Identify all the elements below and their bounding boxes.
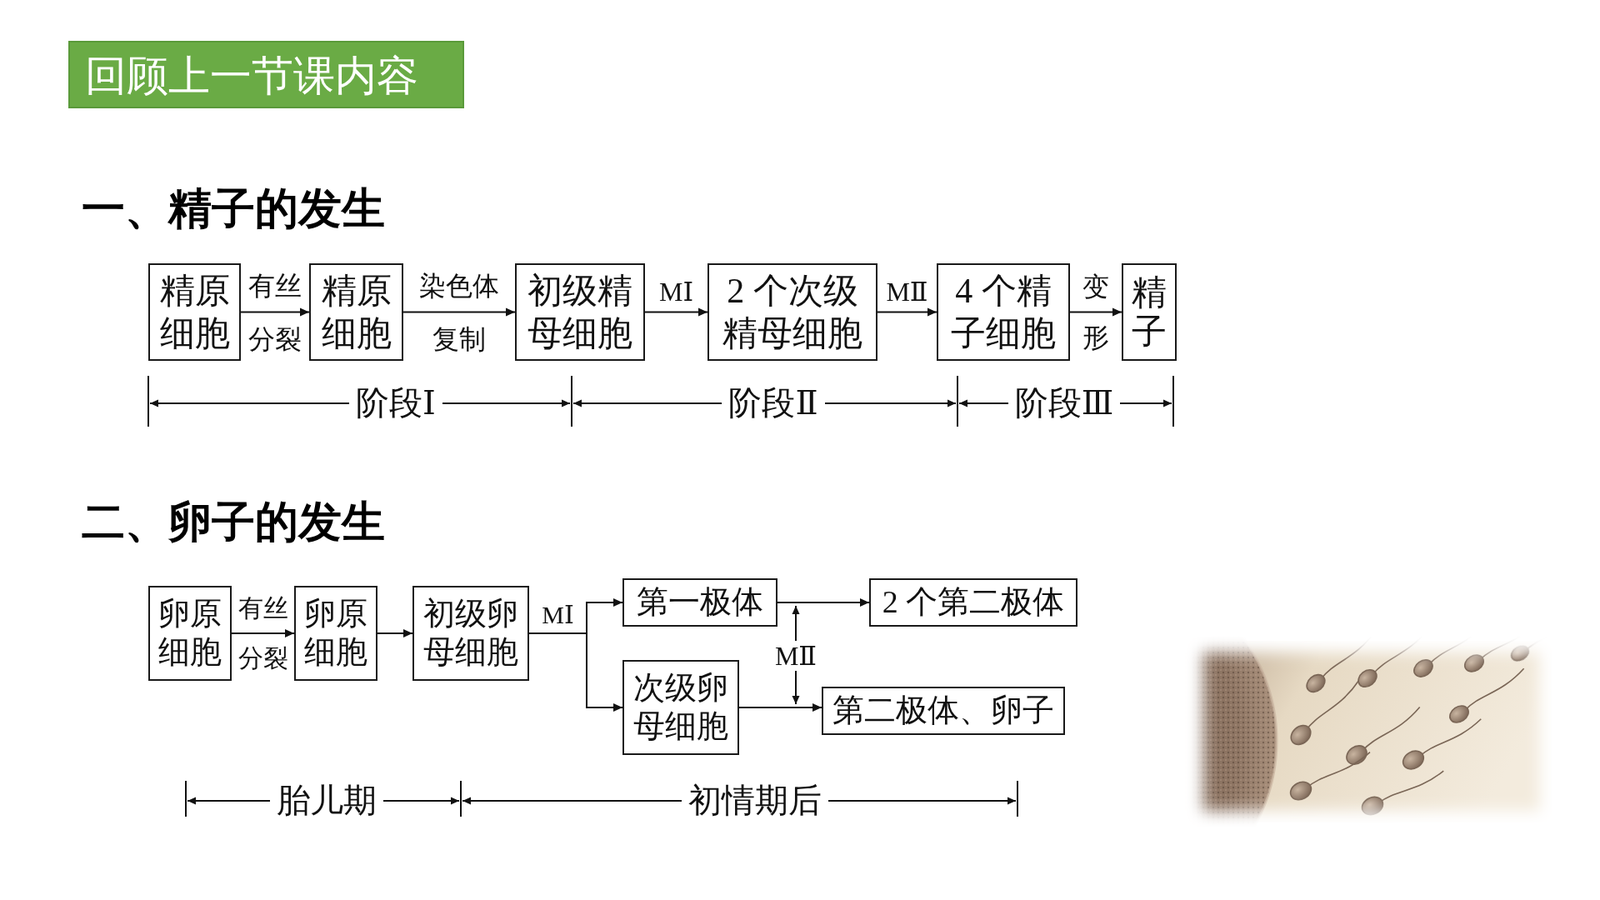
flow-arrow xyxy=(231,632,295,635)
flow-arrow xyxy=(877,311,937,314)
edge-label: MⅠ xyxy=(541,600,575,629)
box-text: 第二极体、卵子 xyxy=(831,691,1055,730)
flow-arrow xyxy=(645,311,708,314)
edge-label: 有丝 分裂 xyxy=(238,583,289,684)
section-heading: 二、卵子的发生 xyxy=(81,497,385,548)
box-text: 卵原 细胞 xyxy=(304,595,368,671)
edge-label: 有丝 分裂 xyxy=(248,259,302,366)
edge-label: 染色体 复制 xyxy=(419,259,500,366)
process-box: 卵原 细胞 xyxy=(148,585,232,681)
process-box: 初级卵 母细胞 xyxy=(412,585,530,681)
stage-label: 胎儿期 xyxy=(270,781,384,820)
stage-label: 阶段Ⅲ xyxy=(1008,384,1121,423)
process-box: 次级卵 母细胞 xyxy=(622,660,740,755)
box-text: 精原 细胞 xyxy=(158,270,231,355)
stage-bracket-sperm xyxy=(148,375,1174,427)
process-box: 4 个精 子细胞 xyxy=(936,263,1070,361)
title-banner: 回顾上一节课内容 xyxy=(68,40,465,109)
edge-label: 变形 xyxy=(1082,261,1110,364)
box-text: 2 个第二极体 xyxy=(879,583,1068,622)
box-text: 初级精 母细胞 xyxy=(525,270,635,355)
process-box: 精子 xyxy=(1121,263,1177,361)
process-box: 2 个第二极体 xyxy=(869,578,1078,627)
box-text: 精原 细胞 xyxy=(319,270,394,355)
box-text: 第一极体 xyxy=(632,583,768,622)
stage-label: 阶段Ⅰ xyxy=(349,384,443,423)
process-box: 第二极体、卵子 xyxy=(821,686,1065,735)
box-text: 卵原 细胞 xyxy=(158,595,222,671)
process-box: 卵原 细胞 xyxy=(294,585,378,681)
box-text: 次级卵 母细胞 xyxy=(632,669,730,745)
flow-arrow xyxy=(777,601,870,604)
flow-arrow xyxy=(739,706,822,709)
process-box: 第一极体 xyxy=(622,578,778,627)
box-text: 初级卵 母细胞 xyxy=(422,595,520,671)
stage-label: 阶段Ⅱ xyxy=(721,384,825,423)
process-box: 2 个次级 精母细胞 xyxy=(707,263,878,361)
flow-arrow xyxy=(403,311,515,314)
flow-arrow xyxy=(529,633,623,708)
box-text: 精子 xyxy=(1131,273,1167,350)
section-heading: 一、精子的发生 xyxy=(81,184,385,235)
flow-arrow xyxy=(1070,311,1122,314)
edge-label: MⅠ xyxy=(659,277,694,307)
stage-label: 初情期后 xyxy=(681,781,829,820)
process-box: 精原 细胞 xyxy=(148,263,241,361)
stage-label: MⅡ xyxy=(768,640,824,672)
box-text: 2 个次级 精母细胞 xyxy=(717,270,868,355)
process-box: 初级精 母细胞 xyxy=(515,263,645,361)
box-text: 4 个精 子细胞 xyxy=(946,270,1060,355)
flow-arrow xyxy=(240,311,310,314)
edge-label: MⅡ xyxy=(885,277,928,307)
flow-arrow xyxy=(377,632,413,635)
process-box: 精原 细胞 xyxy=(309,263,404,361)
